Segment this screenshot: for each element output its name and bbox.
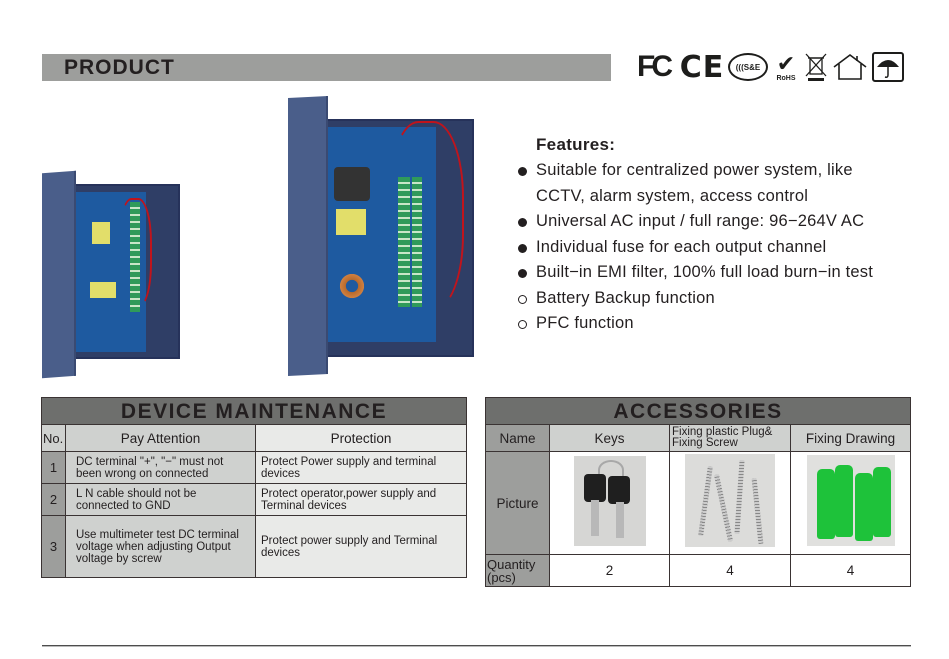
filled-bullet-icon [518,269,527,278]
pay-attention-cell: L N cable should not be connected to GND [65,483,256,516]
keys-picture-cell [549,451,670,555]
hollow-bullet-icon [518,294,527,304]
header-no: No. [41,424,66,452]
rohs-check-icon: ✔ [776,50,796,76]
accessory-name-screws: Fixing plastic Plug& Fixing Screw [669,424,791,452]
drawing-quantity: 4 [790,554,911,587]
row-number: 2 [41,483,66,516]
row-label-name: Name [485,424,550,452]
features-heading: Features: [536,135,616,154]
large-power-supply-image [288,95,476,377]
ce-mark-icon: CE [679,49,725,85]
feature-item: Universal AC input / full range: 96−264V… [516,209,926,235]
drawing-picture-cell [790,451,911,555]
protection-cell: Protect power supply and Terminal device… [255,515,467,578]
filled-bullet-icon [518,167,527,176]
keys-photo [573,455,646,546]
feature-item: Individual fuse for each output channel [516,235,926,261]
row-number: 3 [41,515,66,578]
keys-quantity: 2 [549,554,670,587]
screws-photo [685,454,775,547]
feature-item: Suitable for centralized power system, l… [516,158,926,184]
row-number: 1 [41,451,66,484]
fc-mark-icon: FC [637,50,673,83]
hollow-bullet-icon [518,320,527,329]
protection-cell: Protect Power supply and terminal device… [255,451,467,484]
protection-cell: Protect operator,power supply and Termin… [255,483,467,516]
product-title: PRODUCT [64,56,175,79]
screws-picture-cell [669,451,791,555]
indoor-use-house-icon [832,52,868,82]
certification-icons: FC CE (((S&E ✔ RoHS [630,49,904,85]
row-label-picture: Picture [485,451,550,555]
filled-bullet-icon [518,243,527,253]
feature-item-optional: PFC function [516,311,926,337]
header-protection: Protection [255,424,467,452]
accessories-table: ACCESSORIES Name Keys Fixing plastic Plu… [485,397,911,587]
pay-attention-cell: DC terminal "+", "−" must not been wrong… [65,451,256,484]
table-row: 1 DC terminal "+", "−" must not been wro… [41,451,467,484]
product-header-bar: PRODUCT [42,54,611,81]
features-list: Suitable for centralized power system, l… [516,158,926,337]
maintenance-title: DEVICE MAINTENANCE [41,397,467,425]
header-pay-attention: Pay Attention [65,424,256,452]
table-row: 3 Use multimeter test DC terminal voltag… [41,515,467,578]
ccc-mark-icon: (((S&E [728,53,768,81]
green-plugs-photo [806,455,895,546]
feature-item-continuation: CCTV, alarm system, access control [536,186,809,205]
rohs-label: RoHS [776,74,796,82]
rohs-mark-icon: ✔ RoHS [772,51,800,83]
footer-divider [42,645,911,647]
table-row: 2 L N cable should not be connected to G… [41,483,467,516]
features-section: Features: Suitable for centralized power… [516,135,926,337]
feature-item-optional: Battery Backup function [516,286,926,312]
keep-dry-umbrella-icon [872,52,904,82]
row-label-quantity: Quantity (pcs) [485,554,550,587]
weee-crossed-bin-icon [804,52,828,82]
accessories-title: ACCESSORIES [485,397,911,425]
filled-bullet-icon [518,218,527,227]
screws-quantity: 4 [669,554,791,587]
pay-attention-cell: Use multimeter test DC terminal voltage … [65,515,256,578]
device-maintenance-table: DEVICE MAINTENANCE No. Pay Attention Pro… [41,397,467,578]
small-power-supply-image [42,170,184,379]
feature-item: Built−in EMI filter, 100% full load burn… [516,260,926,286]
accessory-name-keys: Keys [549,424,670,452]
accessory-name-drawing: Fixing Drawing [790,424,911,452]
